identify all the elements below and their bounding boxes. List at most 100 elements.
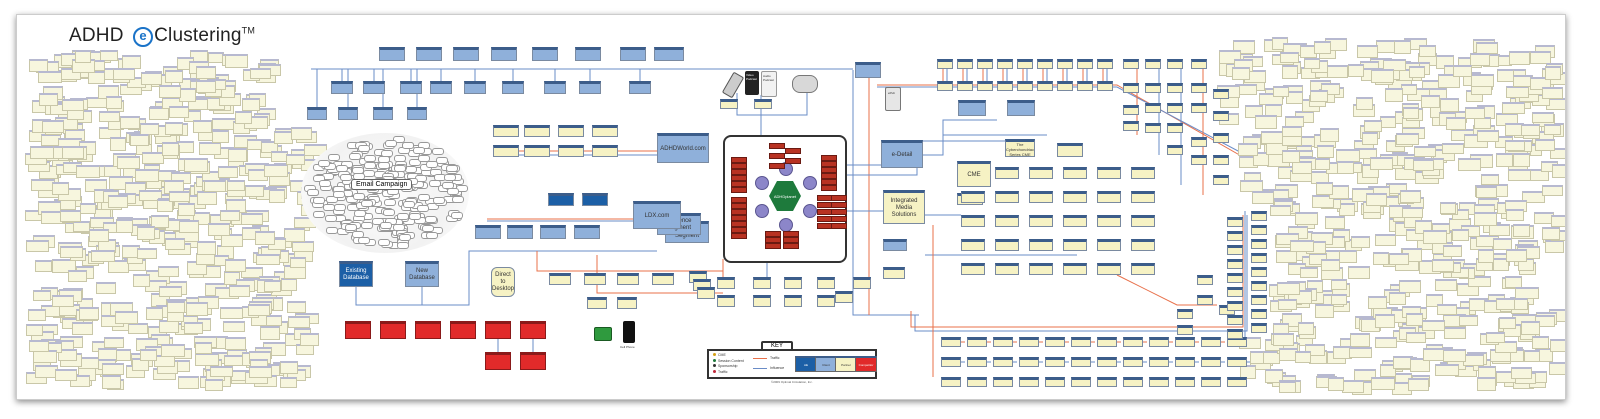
- cloud-node[interactable]: [1493, 258, 1510, 271]
- partner-node[interactable]: [1177, 309, 1193, 319]
- ldx-node[interactable]: LDX.com: [633, 201, 681, 229]
- cloud-node[interactable]: [193, 119, 213, 133]
- cloud-node[interactable]: [1385, 88, 1404, 102]
- cloud-node[interactable]: [61, 99, 84, 111]
- cloud-node[interactable]: [1502, 102, 1526, 115]
- partner-node[interactable]: [1191, 155, 1207, 165]
- cloud-node[interactable]: [26, 239, 49, 253]
- hub-panel[interactable]: ADHDplanet: [723, 135, 847, 263]
- partner-node[interactable]: [1251, 239, 1267, 249]
- cloud-node[interactable]: [281, 278, 298, 291]
- cloud-node[interactable]: [1532, 335, 1550, 349]
- partner-node[interactable]: [493, 145, 519, 157]
- partner-node[interactable]: [1097, 337, 1117, 347]
- partner-node[interactable]: [1097, 263, 1121, 275]
- cloud-node[interactable]: [269, 189, 286, 203]
- cloud-node[interactable]: [1543, 124, 1561, 136]
- cloud-node[interactable]: [1330, 279, 1348, 291]
- cloud-node[interactable]: [73, 221, 90, 233]
- cloud-node[interactable]: [1316, 182, 1334, 196]
- partner-node[interactable]: [957, 59, 973, 69]
- cloud-node[interactable]: [1435, 363, 1459, 376]
- cloud-node[interactable]: [35, 259, 53, 272]
- cloud-node[interactable]: [187, 97, 208, 110]
- partner-node[interactable]: [1029, 263, 1053, 275]
- cloud-node[interactable]: [1496, 297, 1516, 311]
- cloud-node[interactable]: [1442, 349, 1466, 362]
- cloud-node[interactable]: [196, 65, 217, 79]
- partner-node[interactable]: [1123, 59, 1139, 69]
- hub-topic-tag[interactable]: [769, 143, 785, 149]
- cloud-node[interactable]: [1295, 350, 1312, 364]
- cloud-node[interactable]: [1351, 235, 1370, 249]
- cloud-node[interactable]: [196, 79, 216, 93]
- cloud-node[interactable]: [1541, 227, 1560, 240]
- partner-node[interactable]: [957, 81, 973, 91]
- existing-database-node[interactable]: Existing Database: [339, 261, 373, 287]
- cloud-node[interactable]: [195, 352, 219, 366]
- partner-node[interactable]: [1097, 167, 1121, 179]
- cloud-node[interactable]: [1476, 186, 1498, 198]
- partner-node[interactable]: [1175, 377, 1195, 387]
- partner-node[interactable]: [1227, 245, 1243, 255]
- cloud-node[interactable]: [264, 163, 288, 178]
- partner-node[interactable]: [883, 267, 905, 279]
- partner-node[interactable]: [1167, 123, 1183, 133]
- cloud-node[interactable]: [1474, 117, 1492, 130]
- top-blue-node[interactable]: [416, 47, 442, 61]
- cloud-node[interactable]: [222, 320, 245, 332]
- cloud-node[interactable]: [1338, 202, 1355, 216]
- hub-orbit-node[interactable]: [754, 204, 769, 218]
- top-blue-node[interactable]: [491, 47, 517, 61]
- cloud-node[interactable]: [1310, 90, 1328, 102]
- partner-node[interactable]: [1227, 301, 1243, 311]
- cloud-node[interactable]: [1542, 184, 1563, 196]
- partner-node[interactable]: [1213, 155, 1229, 165]
- partner-node[interactable]: [1019, 377, 1039, 387]
- blue-child-node[interactable]: [629, 81, 651, 94]
- cloud-node[interactable]: [1336, 149, 1360, 162]
- cloud-node[interactable]: [1363, 120, 1382, 132]
- partner-node[interactable]: [961, 191, 985, 203]
- cloud-node[interactable]: [1297, 321, 1315, 335]
- cloud-node[interactable]: [235, 110, 252, 124]
- cloud-node[interactable]: [290, 127, 312, 140]
- cloud-node[interactable]: [1375, 233, 1397, 246]
- partner-node[interactable]: [977, 59, 993, 69]
- cloud-node[interactable]: [1320, 259, 1341, 271]
- partner-node[interactable]: [1045, 337, 1065, 347]
- cloud-node[interactable]: [1260, 130, 1284, 144]
- partner-node[interactable]: [1097, 377, 1117, 387]
- partner-node[interactable]: [1037, 59, 1053, 69]
- cloud-node[interactable]: [1477, 377, 1496, 392]
- partner-node[interactable]: [1251, 281, 1267, 291]
- cloud-node[interactable]: [183, 322, 203, 334]
- ae-node[interactable]: [582, 193, 608, 206]
- partner-node[interactable]: [1097, 239, 1121, 251]
- partner-node[interactable]: [1145, 103, 1161, 113]
- ebook-node[interactable]: [855, 62, 881, 78]
- cloud-node[interactable]: [1252, 191, 1275, 204]
- hub-topic-tag[interactable]: [785, 158, 801, 164]
- cloud-node[interactable]: [1552, 164, 1565, 178]
- cloud-node[interactable]: [1521, 124, 1540, 136]
- partner-node[interactable]: [1071, 337, 1091, 347]
- cloud-node[interactable]: [1508, 51, 1530, 66]
- cloud-node[interactable]: [1418, 45, 1437, 58]
- cloud-node[interactable]: [291, 240, 315, 252]
- cloud-node[interactable]: [1443, 327, 1467, 339]
- partner-node[interactable]: [1201, 337, 1221, 347]
- cloud-node[interactable]: [204, 180, 227, 193]
- partner-node[interactable]: [1191, 103, 1207, 113]
- competitor-node[interactable]: [415, 321, 441, 339]
- cloud-node[interactable]: [195, 253, 215, 266]
- cloud-node[interactable]: [58, 348, 78, 361]
- cloud-node[interactable]: [139, 348, 157, 362]
- partner-node[interactable]: [1167, 83, 1183, 93]
- cloud-node[interactable]: [263, 280, 281, 292]
- hub-center-hexagon[interactable]: ADHDplanet: [769, 181, 801, 211]
- partner-node[interactable]: [995, 239, 1019, 251]
- partner-node[interactable]: [1063, 215, 1087, 227]
- partner-node[interactable]: [1251, 211, 1267, 221]
- partner-node[interactable]: [941, 377, 961, 387]
